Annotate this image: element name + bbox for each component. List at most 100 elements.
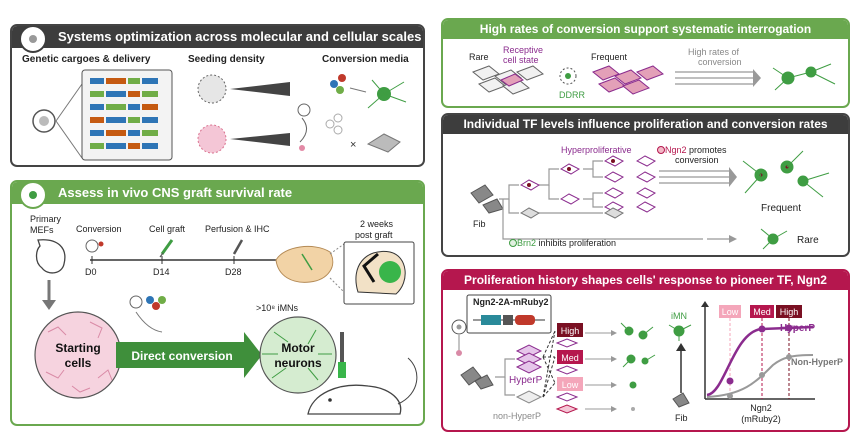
conversion-media-icon: × (325, 74, 407, 153)
starting-cells-label-1: Starting (55, 341, 100, 355)
fib-cell-icon (470, 184, 504, 214)
x-axis-label-1: Ngn2 (750, 403, 772, 413)
brain-icon (275, 246, 334, 283)
seeding-density-icon (197, 74, 311, 154)
graft-site-marker (379, 261, 401, 283)
hyperp-label: HyperP (509, 375, 543, 386)
systems-illustration: Genetic cargoes & delivery Seeding densi… (22, 54, 409, 161)
systems-panel: Systems optimization across molecular an… (10, 24, 425, 167)
motor-neurons-label-1: Motor (281, 341, 315, 355)
high-rates-title: High rates of conversion support systema… (479, 22, 812, 36)
low-level-label: Low (562, 380, 579, 390)
rare-neuron-icon (760, 228, 788, 250)
frequent-label: Frequent (761, 203, 801, 214)
construct-label: Ngn2-2A-mRuby2 (473, 297, 549, 307)
d28-label: D28 (225, 267, 242, 277)
dead-cell-icon (631, 407, 635, 411)
prolif-illustration: Ngn2-2A-mRuby2 HyperP non-HyperP (451, 294, 843, 424)
graph-high-badge (776, 305, 802, 318)
tf-panel: Individual TF levels influence prolifera… (441, 113, 850, 257)
level-dash-lines (542, 330, 556, 398)
receptive-label-1: Receptive (503, 45, 543, 55)
cell-graft-label: Cell graft (149, 224, 186, 234)
fib-cell-icon (460, 366, 494, 390)
systems-title: Systems optimization across molecular an… (58, 29, 422, 44)
systems-header: Systems optimization across molecular an… (12, 26, 423, 48)
frequent-label: Frequent (591, 52, 628, 62)
weeks-label-1: 2 weeks (360, 219, 394, 229)
hyperp-curve-label: HyperP (780, 323, 815, 334)
systems-badge-icon (19, 26, 47, 53)
primary-label-1: Primary (30, 214, 61, 224)
direct-conversion-arrow (116, 332, 262, 378)
ngn2-promotes-label-2: conversion (675, 155, 719, 165)
lineage-tree (499, 160, 703, 240)
motor-neurons-dish (259, 316, 337, 394)
ddrr-icon (559, 67, 577, 85)
hyper-label: Hyperproliferative (561, 145, 632, 155)
fib-icon-small (672, 392, 690, 408)
conversion-arrows (675, 71, 753, 85)
direct-conversion-label: Direct conversion (131, 349, 232, 363)
starting-cells-label-2: cells (65, 356, 92, 370)
outcome-arrows (659, 170, 729, 240)
med-level-badge (557, 350, 583, 364)
high-rates-illustration: Rare Receptive cell state DDRR Frequent … (469, 45, 836, 100)
ddrr-label: DDRR (559, 90, 585, 100)
primary-label-2: MEFs (30, 225, 54, 235)
starting-cells-dish (34, 311, 122, 399)
imn-label: iMN (671, 311, 687, 321)
receptive-label-2: cell state (503, 55, 539, 65)
syringe-icon (159, 239, 174, 258)
rates-label-1: High rates of (688, 47, 740, 57)
outcome-arrows (585, 332, 611, 410)
inhibits-label: inhibits proliferation (536, 238, 616, 248)
virus-icon (32, 109, 56, 133)
frequent-neuron-cluster (742, 150, 830, 198)
non-hyperp-curve-label: Non-HyperP (791, 357, 843, 367)
invivo-illustration: Primary MEFs Conversion Cell graft Perfu… (30, 214, 418, 415)
tf-title: Individual TF levels influence prolifera… (463, 117, 828, 131)
col-media-label: Conversion media (322, 54, 409, 65)
scalpel-icon (232, 239, 244, 255)
virus-icon-2 (129, 295, 143, 309)
high-rates-panel: High rates of conversion support systema… (441, 18, 850, 108)
hyperp-cell-stack (515, 344, 543, 374)
hyperp-branches (495, 358, 515, 396)
non-hyperp-curve (706, 354, 814, 398)
weeks-label-2: post graft (355, 230, 393, 240)
med-level-label: Med (561, 353, 579, 363)
hyperp-curve (706, 325, 814, 397)
graph-med-badge (750, 305, 774, 318)
prolif-title: Proliferation history shapes cells' resp… (464, 273, 827, 287)
low-level-badge (557, 377, 583, 391)
d14-label: D14 (153, 267, 170, 277)
conversion-label: Conversion (76, 224, 122, 234)
ngn2-promotes-label-1: Ngn2 promotes (665, 145, 727, 155)
invivo-header: Assess in vivo CNS graft survival rate (12, 182, 423, 204)
col-seeding-label: Seeding density (188, 54, 265, 65)
virus-icon (85, 239, 99, 253)
d0-label: D0 (85, 267, 97, 277)
graph-low-badge (719, 305, 741, 318)
construct-diagram (473, 315, 545, 325)
embryo-icon (35, 239, 66, 274)
svg-text:×: × (350, 139, 356, 151)
tf-header: Individual TF levels influence prolifera… (443, 115, 848, 134)
ngn2-label: Ngn2 (665, 145, 687, 155)
high-level-label: High (561, 326, 580, 336)
rare-label: Rare (797, 235, 819, 246)
frequent-cell-cluster (592, 65, 664, 95)
x-axis-label-2: (mRuby2) (741, 414, 781, 424)
fib-label: Fib (473, 219, 486, 229)
brn2-label: Brn2 (517, 238, 536, 248)
invivo-panel: Assess in vivo CNS graft survival rate P… (10, 180, 425, 426)
dose-response-graph: Low Med High HyperP Non-HyperP Ngn2 (mRu… (701, 301, 843, 424)
invivo-title: Assess in vivo CNS graft survival rate (58, 185, 293, 200)
rare-label: Rare (469, 52, 489, 62)
fib-label: Fib (675, 413, 688, 423)
non-hyperp-label: non-HyperP (493, 411, 541, 421)
promotes-label: promotes (687, 145, 728, 155)
outcome-neurons (620, 322, 656, 389)
prolif-header: Proliferation history shapes cells' resp… (443, 271, 848, 290)
